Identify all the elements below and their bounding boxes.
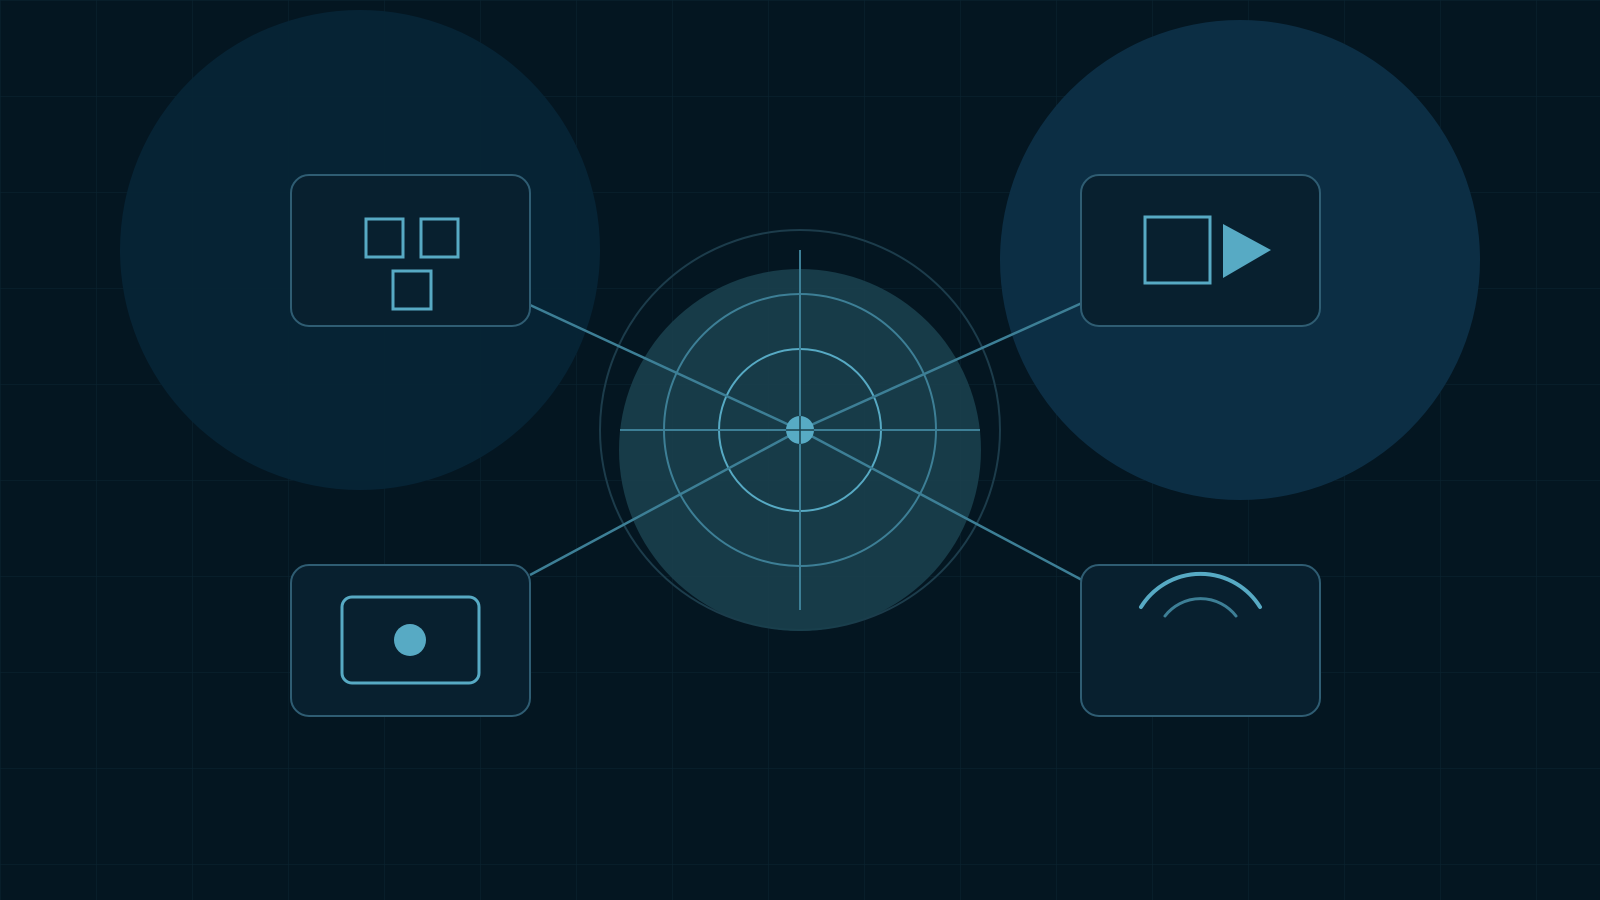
connector-bottom-right (799, 428, 1083, 582)
node-bottom-left[interactable] (290, 564, 531, 717)
connector-top-left (529, 303, 801, 432)
node-bottom-right[interactable] (1080, 564, 1321, 717)
connector-top-right (799, 301, 1083, 432)
capture-dot-icon (340, 595, 481, 685)
connectors (529, 301, 1083, 582)
node-top-right[interactable] (1080, 174, 1321, 327)
signal-arc-icon (1139, 571, 1262, 618)
grid-blocks-icon (364, 217, 460, 311)
node-card (1080, 564, 1321, 717)
node-top-left[interactable] (290, 174, 531, 327)
node-card (1080, 174, 1321, 327)
connector-bottom-left (529, 428, 801, 577)
node-card (290, 174, 531, 327)
hub-center (786, 416, 814, 444)
media-play-icon (1143, 215, 1271, 285)
